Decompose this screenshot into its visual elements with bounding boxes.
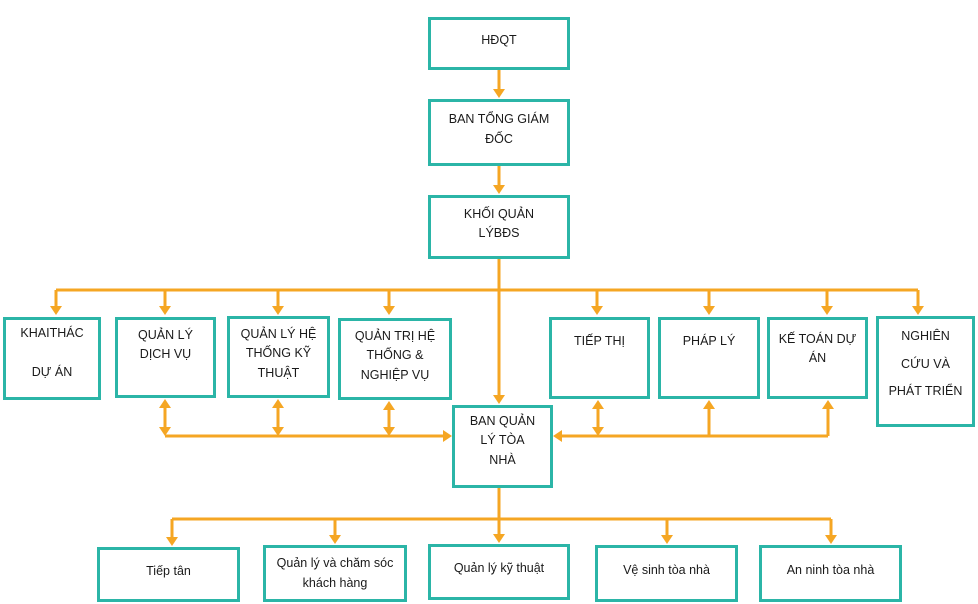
arrowhead-up xyxy=(272,399,284,408)
arrowhead-down xyxy=(166,537,178,546)
node-ban-quan-ly-toa-nha: BAN QUẢN LÝ TÒA NHÀ xyxy=(452,405,553,488)
arrowhead-down xyxy=(493,534,505,543)
node-nghien-cuu-phat-trien-label: NGHIÊN CỨU VÀ PHÁT TRIỂN xyxy=(888,329,963,398)
node-an-ninh-toa-nha-label: An ninh tòa nhà xyxy=(786,562,875,577)
arrowhead-up xyxy=(703,400,715,409)
node-quan-ly-ky-thuat: Quản lý kỹ thuật xyxy=(428,544,570,600)
node-ke-toan-du-an-label: KẾ TOÁN DỰ ÁN xyxy=(778,332,857,366)
node-quan-ly-he-thong-ky-thuat: QUẢN LÝ HỆ THỐNG KỸ THUẬT xyxy=(227,316,330,398)
node-quan-ly-he-thong-ky-thuat-label: QUẢN LÝ HỆ THỐNG KỸ THUẬT xyxy=(240,327,317,380)
arrowhead-down xyxy=(821,306,833,315)
node-an-ninh-toa-nha: An ninh tòa nhà xyxy=(759,545,902,602)
arrowhead-down xyxy=(661,535,673,544)
arrowhead-down xyxy=(272,306,284,315)
node-nghien-cuu-phat-trien: NGHIÊN CỨU VÀ PHÁT TRIỂN xyxy=(876,316,975,427)
arrowhead-down xyxy=(493,89,505,98)
node-khoi-quan-ly-bds-label: KHỐI QUẢN LÝBĐS xyxy=(463,206,535,240)
node-quan-ly-cham-soc-khach-hang: Quản lý và chăm sóc khách hàng xyxy=(263,545,407,602)
arrowhead-left xyxy=(553,430,562,442)
arrowhead-down xyxy=(272,427,284,436)
arrowhead-down xyxy=(493,395,505,404)
node-tiep-thi: TIẾP THỊ xyxy=(549,317,650,399)
node-khoi-quan-ly-bds: KHỐI QUẢN LÝBĐS xyxy=(428,195,570,259)
arrowhead-up xyxy=(383,401,395,410)
arrowhead-down xyxy=(159,427,171,436)
arrowhead-down xyxy=(825,535,837,544)
node-tiep-thi-label: TIẾP THỊ xyxy=(574,334,625,348)
node-quan-ly-cham-soc-khach-hang-label: Quản lý và chăm sóc khách hàng xyxy=(276,556,394,590)
arrowhead-down xyxy=(383,427,395,436)
arrowhead-down xyxy=(591,306,603,315)
node-ban-tong-giam-doc-label: BAN TỔNG GIÁM ĐỐC xyxy=(448,112,550,146)
node-quan-ly-dich-vu-label: QUẢN LÝ DỊCH VỤ xyxy=(138,328,193,362)
node-phap-ly: PHÁP LÝ xyxy=(658,317,760,399)
node-khai-thac-du-an-label: KHAITHÁC DỰ ÁN xyxy=(20,326,84,379)
arrowhead-down xyxy=(912,306,924,315)
arrowhead-down xyxy=(703,306,715,315)
node-quan-tri-he-thong-nghiep-vu: QUẢN TRỊ HỆ THỐNG & NGHIỆP VỤ xyxy=(338,318,452,400)
node-ke-toan-du-an: KẾ TOÁN DỰ ÁN xyxy=(767,317,868,399)
node-ve-sinh-toa-nha-label: Vệ sinh tòa nhà xyxy=(623,562,710,577)
node-ban-tong-giam-doc: BAN TỔNG GIÁM ĐỐC xyxy=(428,99,570,166)
arrowhead-down xyxy=(493,185,505,194)
node-phap-ly-label: PHÁP LÝ xyxy=(682,334,736,348)
node-hdqt-label: HĐQT xyxy=(481,32,517,47)
arrowhead-up xyxy=(592,400,604,409)
arrowhead-down xyxy=(383,306,395,315)
node-tiep-tan-label: Tiếp tân xyxy=(146,563,191,578)
node-quan-ly-dich-vu: QUẢN LÝ DỊCH VỤ xyxy=(115,317,216,398)
node-quan-tri-he-thong-nghiep-vu-label: QUẢN TRỊ HỆ THỐNG & NGHIỆP VỤ xyxy=(354,329,436,382)
node-tiep-tan: Tiếp tân xyxy=(97,547,240,602)
arrowhead-up xyxy=(822,400,834,409)
arrowhead-down xyxy=(592,427,604,436)
node-hdqt: HĐQT xyxy=(428,17,570,70)
arrowhead-up xyxy=(159,399,171,408)
arrowhead-right xyxy=(443,430,452,442)
node-ban-quan-ly-toa-nha-label: BAN QUẢN LÝ TÒA NHÀ xyxy=(469,414,536,467)
node-khai-thac-du-an: KHAITHÁC DỰ ÁN xyxy=(3,317,101,400)
arrowhead-down xyxy=(329,535,341,544)
arrowhead-down xyxy=(50,306,62,315)
arrowhead-down xyxy=(159,306,171,315)
node-ve-sinh-toa-nha: Vệ sinh tòa nhà xyxy=(595,545,738,602)
node-quan-ly-ky-thuat-label: Quản lý kỹ thuật xyxy=(453,561,545,576)
